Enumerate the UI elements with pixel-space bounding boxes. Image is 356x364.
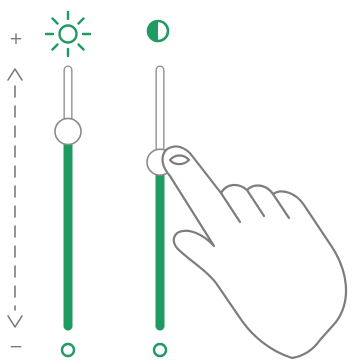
scale-axis (8, 69, 22, 327)
contrast-slider[interactable] (147, 70, 173, 326)
contrast-min-dot (154, 344, 166, 356)
up-arrow-icon (8, 69, 22, 80)
hand-pointer-icon (163, 146, 347, 358)
brightness-slider[interactable] (55, 70, 81, 326)
contrast-icon (148, 21, 168, 41)
brightness-slider-thumb[interactable] (55, 118, 81, 144)
sun-icon (46, 12, 90, 56)
brightness-min-dot (62, 344, 74, 356)
down-arrow-icon (8, 316, 22, 327)
